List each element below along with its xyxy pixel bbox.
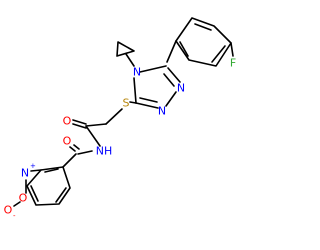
nitrophenyl-ring <box>26 166 71 206</box>
linker-and-amide-group <box>62 101 137 168</box>
atom-sulfur: S <box>123 97 130 110</box>
nitro-nitrogen-charge: + <box>30 162 36 170</box>
chemical-structure-drawing: F N N N S O NH O N + O O - <box>4 17 237 221</box>
triazole-bond-c5-n1 <box>167 67 181 83</box>
fluorophenyl-group <box>166 17 234 67</box>
triazole-bond-n1-n2 <box>165 91 177 107</box>
fluorophenyl-double-bond-2 <box>211 45 226 63</box>
triazole-bond-n4-c5 <box>139 65 167 73</box>
fluorophenyl-double-bond-1 <box>194 23 212 31</box>
benzoyl-carbonyl-double-bond-inner <box>73 144 80 150</box>
fluorophenyl-double-bond-3 <box>179 41 189 57</box>
triazole-double-bond-n2-c3 <box>139 97 158 103</box>
fluorophenyl-ring <box>175 17 232 67</box>
triazole-double-bond-c5-n1 <box>163 73 175 87</box>
atom-fluorine: F <box>230 57 236 70</box>
nitro-oxygen-charge: - <box>13 212 16 220</box>
nitrophenyl-group <box>13 166 71 207</box>
nitrophenyl-double-bond-2 <box>30 185 39 202</box>
atom-oxygen-carbonyl-1: O <box>63 115 72 128</box>
bond-sulfur-to-methylene <box>105 108 123 125</box>
benzoyl-carbonyl-double-bond <box>69 146 76 152</box>
bond-cyclopropyl-to-n4 <box>125 53 135 67</box>
atom-nitrogen-n2: N <box>158 105 166 118</box>
bond-phenyl-to-triazole <box>166 40 177 63</box>
triazole-bond-n2-c3 <box>135 102 159 109</box>
atom-nitro-oxygen-bottom: O <box>4 204 13 217</box>
atom-amide-nitrogen: NH <box>96 145 113 158</box>
atom-nitrogen-n1: N <box>177 82 185 95</box>
bond-ring-to-nitro-n <box>30 169 42 172</box>
nitrophenyl-double-bond-3 <box>55 187 67 203</box>
bond-carbonyl-to-amide-n <box>85 125 101 147</box>
atom-nitro-nitrogen: N <box>21 167 29 180</box>
nitrophenyl-double-bond-1 <box>44 168 59 173</box>
cyclopropyl-group <box>116 41 135 67</box>
triazole-ring-group <box>133 65 181 109</box>
atom-labels: F N N N S O NH O N + O O - <box>4 57 237 221</box>
bond-c3-to-sulfur <box>129 101 137 104</box>
bond-methylene-to-carbonyl <box>85 123 107 127</box>
bond-amide-n-to-benzoyl-carbonyl <box>77 150 93 155</box>
carbonyl-double-bond-1-inner <box>72 123 87 129</box>
bond-benzoyl-carbonyl-to-ring <box>62 153 77 168</box>
atom-nitro-oxygen-top: O <box>19 192 28 205</box>
triazole-bond-c3-n4 <box>133 77 137 104</box>
atom-nitrogen-n4: N <box>133 66 141 79</box>
atom-oxygen-carbonyl-2: O <box>63 135 72 148</box>
bond-nitro-n-to-o-bottom <box>13 201 21 207</box>
bond-phenyl-to-fluorine <box>230 42 234 57</box>
carbonyl-double-bond-1 <box>72 119 87 125</box>
